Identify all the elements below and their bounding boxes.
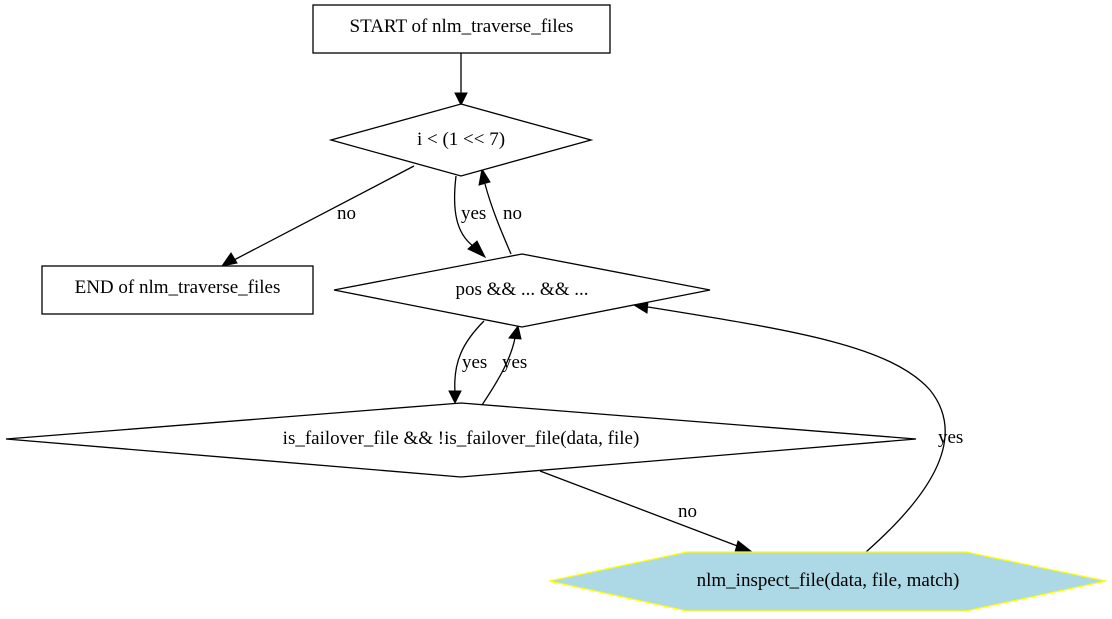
- edge-failover-to-pos: yes: [481, 324, 527, 406]
- edge-pos-to-loop: no: [478, 167, 522, 255]
- node-start-label: START of nlm_traverse_files: [350, 16, 574, 37]
- node-inspect-file-label: nlm_inspect_file(data, file, match): [697, 570, 960, 591]
- edge-inspect-to-pos: yes: [632, 300, 963, 553]
- edge-pos-to-failover: yes: [448, 320, 487, 405]
- edge-label-failover-to-inspect: no: [678, 501, 697, 522]
- edge-label-loop-to-end: no: [337, 203, 356, 224]
- edge-loop-to-pos: yes: [453, 175, 486, 259]
- edge-label-pos-to-failover: yes: [462, 352, 487, 373]
- edge-failover-to-inspect: no: [539, 470, 754, 553]
- node-pos-condition: pos && ... && ...: [333, 253, 711, 328]
- node-failover-condition: is_failover_file && !is_failover_file(da…: [5, 402, 917, 478]
- edge-label-pos-to-loop: no: [503, 203, 522, 224]
- edge-label-inspect-to-pos: yes: [938, 427, 963, 448]
- node-loop-condition-label: i < (1 << 7): [417, 129, 505, 150]
- node-start: START of nlm_traverse_files: [312, 4, 611, 54]
- edge-start-to-loop: [454, 53, 468, 107]
- node-end: END of nlm_traverse_files: [41, 265, 314, 315]
- node-loop-condition: i < (1 << 7): [328, 103, 594, 177]
- node-end-label: END of nlm_traverse_files: [75, 277, 281, 298]
- node-inspect-file: nlm_inspect_file(data, file, match): [548, 551, 1107, 612]
- edge-loop-to-end: no: [220, 165, 415, 267]
- node-failover-condition-label: is_failover_file && !is_failover_file(da…: [283, 428, 640, 449]
- edge-label-loop-to-pos: yes: [461, 203, 486, 224]
- node-pos-condition-label: pos && ... && ...: [455, 279, 588, 300]
- edge-label-failover-to-pos: yes: [502, 352, 527, 373]
